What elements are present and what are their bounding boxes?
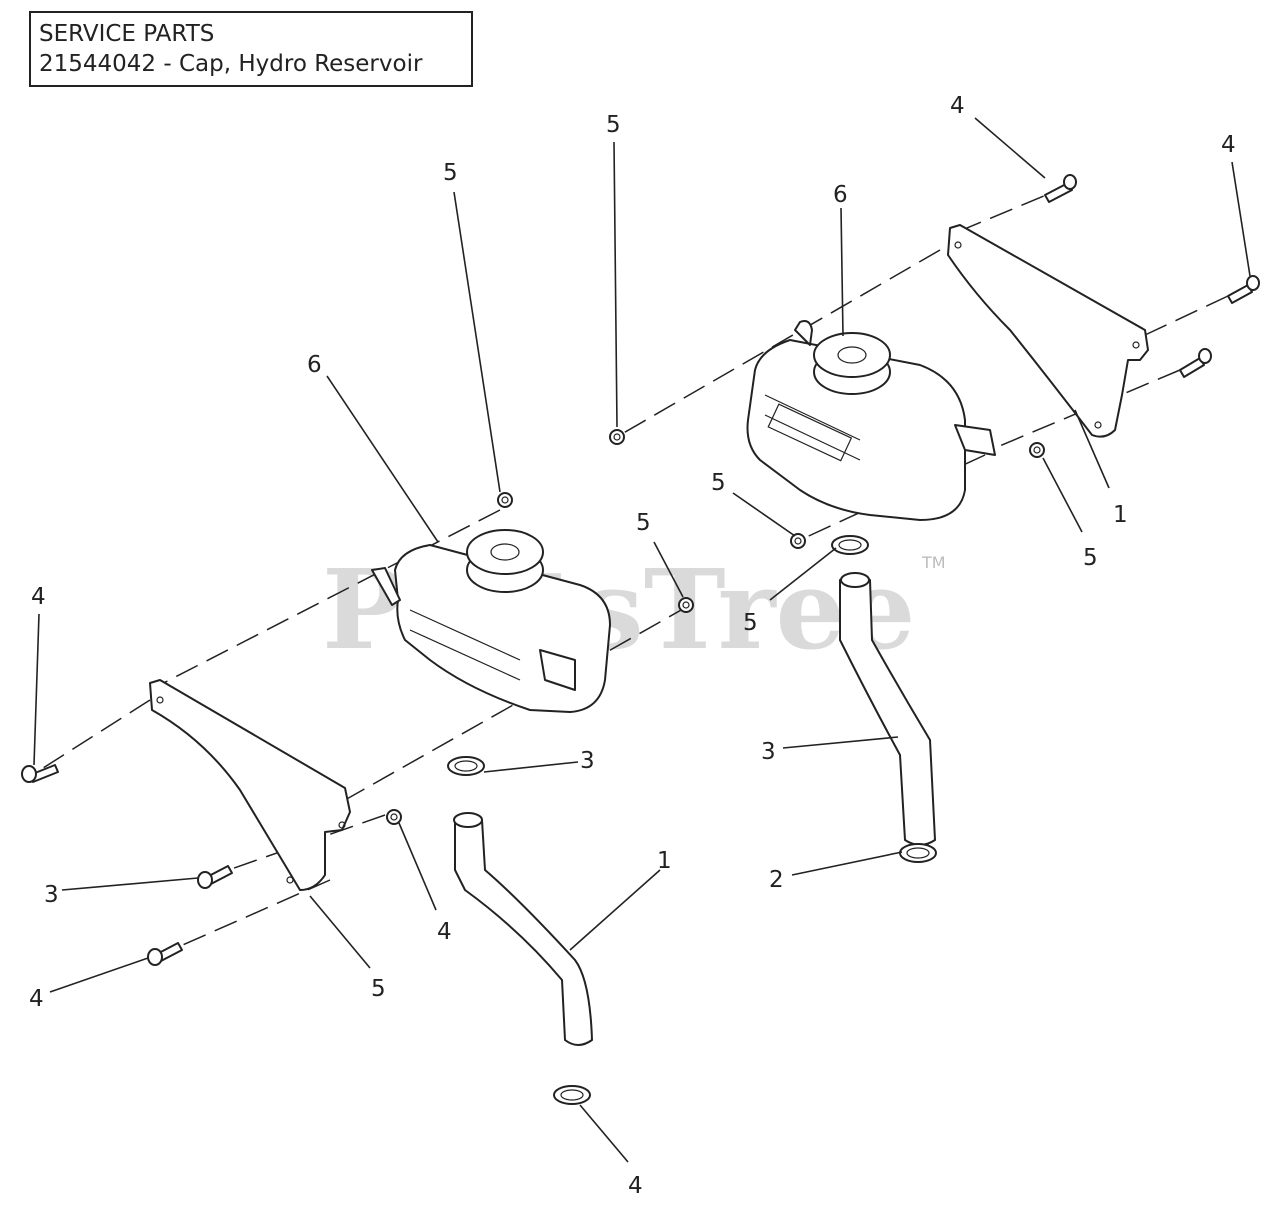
callout-1: 1 [1113, 502, 1128, 528]
leader-lines [33, 117, 1251, 1163]
callout-5: 5 [636, 510, 651, 536]
callout-5: 5 [443, 160, 458, 186]
reservoir-cap-left [466, 529, 544, 593]
hose-right [839, 572, 936, 846]
axis-line [39, 699, 151, 771]
bolt [1044, 174, 1077, 203]
bolt [1227, 275, 1260, 304]
bracket-left [149, 679, 351, 891]
hose-left [453, 812, 593, 1046]
axis-line [149, 509, 501, 691]
axis-line [159, 879, 331, 956]
callout-5: 5 [606, 112, 621, 138]
bolt [1179, 348, 1212, 378]
nut [609, 429, 625, 445]
callout-4: 4 [29, 986, 44, 1012]
service-parts-box: SERVICE PARTS 21544042 - Cap, Hydro Rese… [29, 11, 473, 87]
callout-4: 4 [950, 93, 965, 119]
clamp [553, 1085, 591, 1105]
bolt [21, 764, 59, 783]
bolt [197, 865, 233, 889]
callout-4: 3 [44, 882, 59, 908]
callout-labels: 5 5 4 4 6 6 5 5 5 4 1 5 3 3 2 3 4 4 5 1 … [29, 93, 1236, 1199]
nut [386, 809, 402, 825]
nut [1029, 442, 1045, 458]
callout-4: 4 [31, 584, 46, 610]
axis-line [1144, 295, 1229, 336]
bracket-right [947, 224, 1149, 438]
watermark-tm: TM [921, 553, 946, 572]
callout-3: 2 [769, 867, 784, 893]
callout-6: 6 [307, 352, 322, 378]
reservoir-cap-right [813, 332, 891, 395]
callout-1: 5 [371, 976, 386, 1002]
clamp [899, 843, 937, 863]
callout-5: 4 [437, 919, 452, 945]
callout-6: 6 [833, 182, 848, 208]
nut [678, 597, 694, 613]
callout-3: 4 [628, 1173, 643, 1199]
callout-4: 4 [1221, 132, 1236, 158]
callout-3: 3 [580, 748, 595, 774]
clamp [447, 756, 485, 776]
nut [497, 492, 513, 508]
callout-2: 1 [657, 848, 672, 874]
callout-5: 5 [711, 470, 726, 496]
clamp [831, 535, 869, 555]
assembly-axes [39, 182, 1229, 956]
bolt [147, 942, 183, 966]
reservoir-right [746, 320, 996, 521]
callout-3: 5 [743, 610, 758, 636]
service-parts-title: SERVICE PARTS [39, 21, 215, 47]
nut [790, 533, 806, 549]
axis-line [619, 249, 941, 436]
callout-2: 3 [761, 739, 776, 765]
service-part-line: 21544042 - Cap, Hydro Reservoir [39, 51, 423, 77]
callout-5: 5 [1083, 545, 1098, 571]
reservoir-left [371, 544, 611, 713]
